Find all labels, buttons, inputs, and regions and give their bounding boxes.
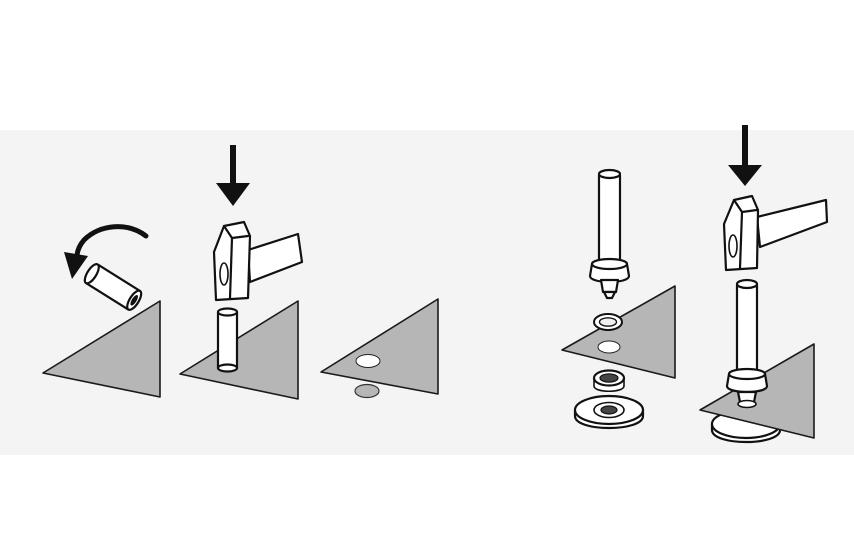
punch-rod	[216, 307, 239, 373]
hammer-head	[722, 194, 760, 272]
material-sheet	[320, 298, 439, 395]
step-1-remove-punch	[42, 224, 161, 398]
setting-tool	[725, 278, 769, 409]
washer-ring	[593, 313, 623, 331]
step-5-hammer-setter	[699, 125, 829, 444]
background-panel	[0, 130, 854, 455]
grommet-eyelet	[592, 369, 626, 393]
step-2-hammer-punch	[179, 145, 304, 400]
step-4-grommet-assembly	[561, 168, 676, 430]
punch-tube	[83, 263, 143, 311]
material-sheet	[42, 300, 161, 398]
anvil-base	[573, 394, 645, 430]
material-sheet	[179, 300, 299, 400]
setting-tool	[588, 168, 631, 300]
punched-hole	[355, 354, 381, 368]
down-arrow-icon	[216, 145, 250, 206]
hammer-head	[212, 220, 252, 302]
cut-disc	[354, 383, 380, 399]
rotate-arrow-icon	[64, 224, 149, 279]
step-3-hole-result	[320, 298, 439, 399]
hammer-handle	[755, 198, 829, 249]
sheet-hole	[597, 340, 621, 354]
down-arrow-icon	[728, 125, 762, 186]
